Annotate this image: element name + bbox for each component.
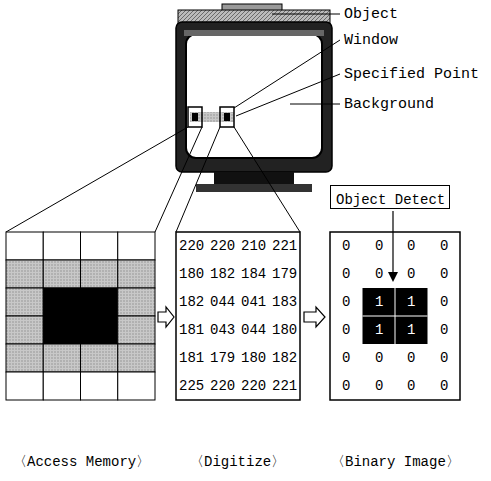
pixel-value: 179 — [272, 267, 297, 281]
binary-value: 0 — [342, 351, 350, 365]
memory-cell — [6, 316, 43, 344]
pixel-value: 221 — [272, 379, 297, 393]
callout-label: Background — [344, 97, 434, 112]
binary-value: 0 — [440, 239, 448, 253]
binary-value: 0 — [407, 267, 415, 281]
memory-cell — [6, 344, 43, 372]
memory-cell — [81, 316, 118, 344]
memory-cell — [81, 232, 118, 260]
memory-cell — [43, 232, 80, 260]
pixel-value: 180 — [272, 323, 297, 337]
memory-cell — [43, 372, 80, 400]
panel-caption: 〈Digitize〉 — [190, 455, 285, 469]
pixel-value: 220 — [241, 379, 266, 393]
binary-value: 1 — [407, 323, 415, 337]
callout-label: Window — [344, 33, 398, 48]
callout-text: Object Detect — [336, 192, 445, 208]
callout-label: Object — [344, 7, 398, 22]
memory-cell — [118, 372, 155, 400]
binary-value: 0 — [342, 379, 350, 393]
binary-value: 0 — [440, 267, 448, 281]
binary-value: 0 — [375, 239, 383, 253]
pixel-value: 181 — [179, 323, 204, 337]
binary-value: 1 — [375, 295, 383, 309]
pixel-value: 180 — [179, 267, 204, 281]
pixel-value: 182 — [179, 295, 204, 309]
memory-cell — [81, 288, 118, 316]
pixel-value: 181 — [179, 351, 204, 365]
binary-value: 0 — [342, 239, 350, 253]
memory-cell — [118, 260, 155, 288]
binary-value: 0 — [407, 351, 415, 365]
binary-value: 0 — [375, 351, 383, 365]
binary-value: 0 — [440, 323, 448, 337]
callout-label: Specified Point — [344, 67, 479, 82]
binary-value: 0 — [342, 267, 350, 281]
memory-cell — [118, 232, 155, 260]
memory-cell — [43, 344, 80, 372]
binary-value: 1 — [375, 323, 383, 337]
pixel-value: 182 — [210, 267, 235, 281]
pixel-value: 182 — [272, 351, 297, 365]
pixel-value: 179 — [210, 351, 235, 365]
callout-box: Object Detect — [330, 185, 450, 209]
pixel-value: 184 — [241, 267, 266, 281]
panel-caption: 〈Access Memory〉 — [13, 455, 150, 469]
memory-cell — [6, 372, 43, 400]
pixel-value: 225 — [179, 379, 204, 393]
memory-cell — [81, 344, 118, 372]
pixel-value: 220 — [179, 239, 204, 253]
binary-value: 0 — [407, 239, 415, 253]
pixel-value: 044 — [241, 323, 266, 337]
pixel-value: 183 — [272, 295, 297, 309]
pixel-value: 043 — [210, 323, 235, 337]
memory-cell — [43, 316, 80, 344]
panel-caption: 〈Binary Image〉 — [331, 455, 460, 469]
binary-value: 0 — [375, 379, 383, 393]
pixel-value: 210 — [241, 239, 266, 253]
memory-cell — [43, 288, 80, 316]
memory-cell — [6, 232, 43, 260]
memory-cell — [6, 288, 43, 316]
pixel-value: 220 — [210, 239, 235, 253]
binary-value: 0 — [440, 351, 448, 365]
memory-cell — [81, 372, 118, 400]
memory-cell — [43, 260, 80, 288]
binary-value: 1 — [407, 295, 415, 309]
pixel-value: 041 — [241, 295, 266, 309]
memory-cell — [81, 260, 118, 288]
pixel-value: 180 — [241, 351, 266, 365]
binary-value: 0 — [375, 267, 383, 281]
binary-value: 0 — [440, 295, 448, 309]
binary-value: 0 — [342, 323, 350, 337]
binary-value: 0 — [440, 379, 448, 393]
pixel-value: 044 — [210, 295, 235, 309]
pixel-value: 221 — [272, 239, 297, 253]
binary-value: 0 — [407, 379, 415, 393]
memory-cell — [6, 260, 43, 288]
pixel-value: 220 — [210, 379, 235, 393]
memory-cell — [118, 344, 155, 372]
binary-value: 0 — [342, 295, 350, 309]
memory-cell — [118, 288, 155, 316]
memory-cell — [118, 316, 155, 344]
